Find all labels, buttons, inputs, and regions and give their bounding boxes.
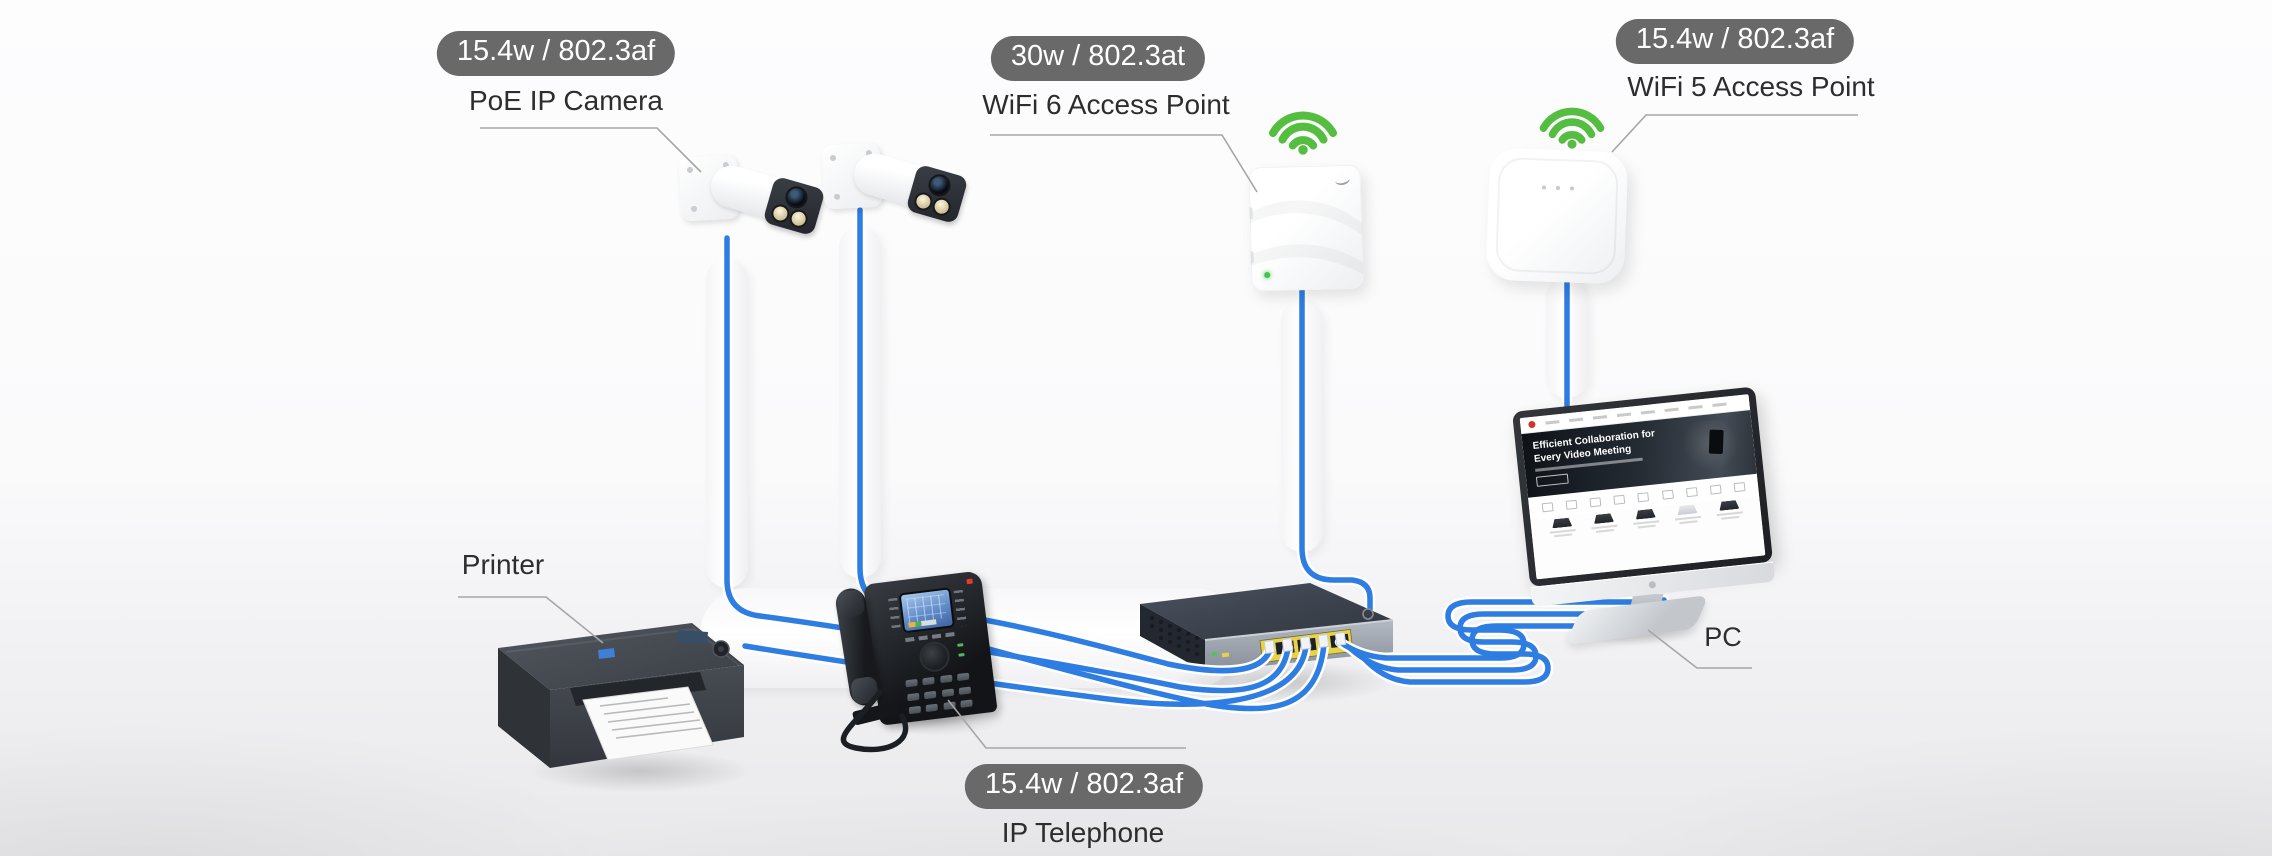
handset-cord — [840, 689, 909, 753]
pc-leader-line — [1647, 629, 1752, 669]
wifi-signal-icon — [1268, 111, 1338, 155]
printed-page-text — [599, 697, 703, 739]
printer-device — [498, 623, 744, 768]
wifi6-leader-line — [990, 134, 1258, 193]
label-ip-telephone: IP Telephone — [1001, 817, 1165, 848]
printer-leader-line — [458, 596, 604, 644]
printer-logo — [598, 648, 615, 659]
label-wifi6-access-point: WiFi 6 Access Point — [982, 89, 1230, 120]
label-printer: Printer — [461, 549, 545, 580]
power-badge-phone: 15.4w / 802.3af — [964, 764, 1204, 809]
switch-status-led — [1211, 651, 1218, 657]
label-poe-ip-camera: PoE IP Camera — [468, 85, 664, 116]
wifi-signal-icon — [1539, 107, 1605, 149]
power-badge-camera: 15.4w / 802.3af — [436, 31, 676, 76]
power-badge-wifi6: 30w / 802.3at — [990, 36, 1206, 81]
rj45-connectors — [1263, 631, 1347, 654]
camera-leader-line — [480, 127, 702, 173]
switch-logo — [1362, 608, 1374, 620]
poe-switch-device — [1140, 583, 1394, 672]
wifi5-leader-line — [1611, 114, 1858, 153]
power-badge-wifi5: 15.4w / 802.3af — [1615, 19, 1855, 64]
label-wifi5-access-point: WiFi 5 Access Point — [1627, 71, 1875, 102]
vent-grid — [1150, 616, 1199, 656]
label-pc: PC — [1704, 622, 1742, 652]
phone-leader-line — [947, 699, 1186, 749]
leader-lines — [458, 114, 1858, 749]
